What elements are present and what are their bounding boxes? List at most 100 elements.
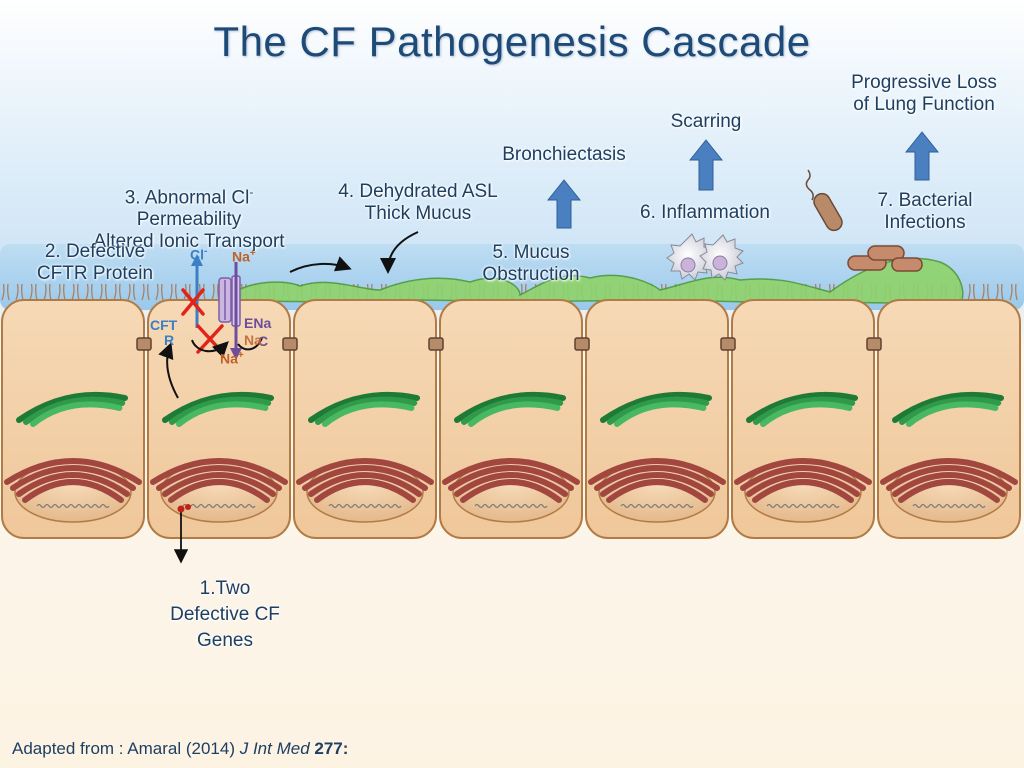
endoplasmic-reticulum-icon [10, 465, 136, 491]
outcome-progressive-line2: of Lung Function [853, 94, 995, 115]
endoplasmic-reticulum-icon [460, 479, 562, 503]
cilium-icon [987, 283, 990, 301]
endoplasmic-reticulum-icon [898, 479, 1000, 503]
na-ion-top-sup: + [249, 248, 256, 259]
epithelial-cell [439, 299, 583, 539]
golgi-icon [753, 396, 856, 425]
endoplasmic-reticulum-icon [734, 458, 872, 485]
epithelial-cell [731, 299, 875, 539]
cilium-icon [15, 283, 19, 301]
endoplasmic-reticulum-icon [150, 458, 288, 485]
cilium-icon [77, 283, 80, 301]
endoplasmic-reticulum-icon [454, 472, 568, 497]
endoplasmic-reticulum-icon [588, 458, 726, 485]
epithelial-cell [877, 299, 1021, 539]
cilium-icon [57, 283, 61, 301]
endoplasmic-reticulum-icon [168, 479, 270, 503]
cilium-icon [161, 283, 164, 301]
golgi-icon [468, 401, 561, 427]
endoplasmic-reticulum-icon [308, 472, 422, 497]
inflammatory-cell-icon-2 [699, 234, 744, 281]
step-5-line1: 5. Mucus [492, 242, 570, 263]
endoplasmic-reticulum-icon [162, 472, 276, 497]
golgi-icon [454, 391, 566, 423]
tight-junctions [136, 337, 882, 351]
na-ion-top-text: Na [232, 248, 250, 265]
endoplasmic-reticulum-icon [600, 472, 714, 497]
step-4-line1: 4. Dehydrated ASL [338, 181, 498, 202]
dna-icon [912, 503, 986, 509]
golgi-icon [23, 396, 126, 425]
dna-icon [766, 503, 840, 509]
enac-label-line2: C [258, 333, 269, 349]
epithelial-cell [293, 299, 437, 539]
step-1-line1: 1.Two [199, 578, 251, 599]
cilium-icon [113, 283, 117, 301]
endoplasmic-reticulum-icon [594, 465, 720, 491]
golgi-icon [600, 391, 712, 423]
cilium-icon [119, 283, 122, 301]
cftr-label-line1: CFT [150, 317, 178, 333]
golgi-icon [162, 391, 274, 423]
cilium-icon [995, 283, 999, 301]
inflammatory-cell-icon [666, 233, 714, 281]
endoplasmic-reticulum-icon [22, 479, 124, 503]
na-ion-mid-text: Na [244, 332, 262, 348]
enac-label: ENa [244, 316, 271, 331]
golgi-icon [760, 401, 853, 427]
cl-efflux-arrowhead-icon [191, 254, 203, 266]
cilium-icon [63, 283, 66, 301]
endoplasmic-reticulum-icon [16, 472, 130, 497]
step-6-label: 6. Inflammation [640, 202, 770, 223]
step-4-line2: Thick Mucus [364, 203, 472, 224]
dna-icon [620, 503, 694, 509]
golgi-icon [906, 401, 999, 427]
cilium-icon [85, 283, 89, 301]
step-5-line2: Obstruction [482, 264, 580, 285]
golgi-icon [461, 396, 564, 425]
golgi-icon [176, 401, 269, 427]
step-5-label: 5. Mucus Obstruction [470, 242, 592, 286]
step-4-label: 4. Dehydrated ASL Thick Mucus [318, 181, 518, 225]
cilium-icon [1, 283, 5, 301]
step-2-line1: 2. Defective [44, 241, 146, 262]
tight-junction-icon [282, 337, 298, 351]
cilium-icon [43, 283, 47, 301]
dna-icon [474, 503, 548, 509]
epithelial-cell [585, 299, 729, 539]
cilium-icon [1009, 283, 1013, 301]
endoplasmic-reticulum-icon [880, 458, 1018, 485]
cftr-channel-icon [218, 277, 232, 323]
bacterium-icon [805, 169, 843, 232]
endoplasmic-reticulum-icon [752, 479, 854, 503]
step-7-line1: 7. Bacterial [877, 190, 973, 211]
tight-junction-icon [720, 337, 736, 351]
step-1-label: 1.Two Defective CF Genes [150, 576, 300, 654]
outcome-scarring: Scarring [670, 111, 742, 132]
bacterium-cluster-icon [847, 245, 923, 272]
curved-arrow-icon-2 [237, 337, 263, 351]
cilium-icon [127, 283, 131, 301]
golgi-icon [899, 396, 1002, 425]
step-3-line3: Altered Ionic Transport [93, 231, 285, 253]
endoplasmic-reticulum-icon [4, 458, 142, 485]
na-ion-bottom-sup: + [237, 350, 244, 361]
step-2-line2: CFTR Protein [36, 263, 154, 284]
citation-prefix: Adapted from : Amaral (2014) [12, 739, 240, 758]
cilium-icon [169, 283, 173, 301]
endoplasmic-reticulum-icon [314, 479, 416, 503]
endoplasmic-reticulum-icon [296, 458, 434, 485]
up-arrow-icon-scarring [688, 139, 724, 191]
step-3-sup: - [249, 185, 254, 199]
epithelial-cell [1, 299, 145, 539]
step-1-line2: Defective CF [170, 604, 280, 625]
step-1-line3: Genes [197, 630, 253, 651]
enac-label-line1: ENa [244, 315, 272, 331]
cilium-icon [1015, 283, 1018, 301]
golgi-icon [16, 391, 128, 423]
outcome-bronchiectasis: Bronchiectasis [502, 144, 626, 165]
citation-journal: J Int Med [239, 739, 310, 758]
step-3-label: 3. Abnormal Cl- Permeability Altered Ion… [66, 181, 312, 253]
step-7-line2: Infections [884, 212, 966, 233]
